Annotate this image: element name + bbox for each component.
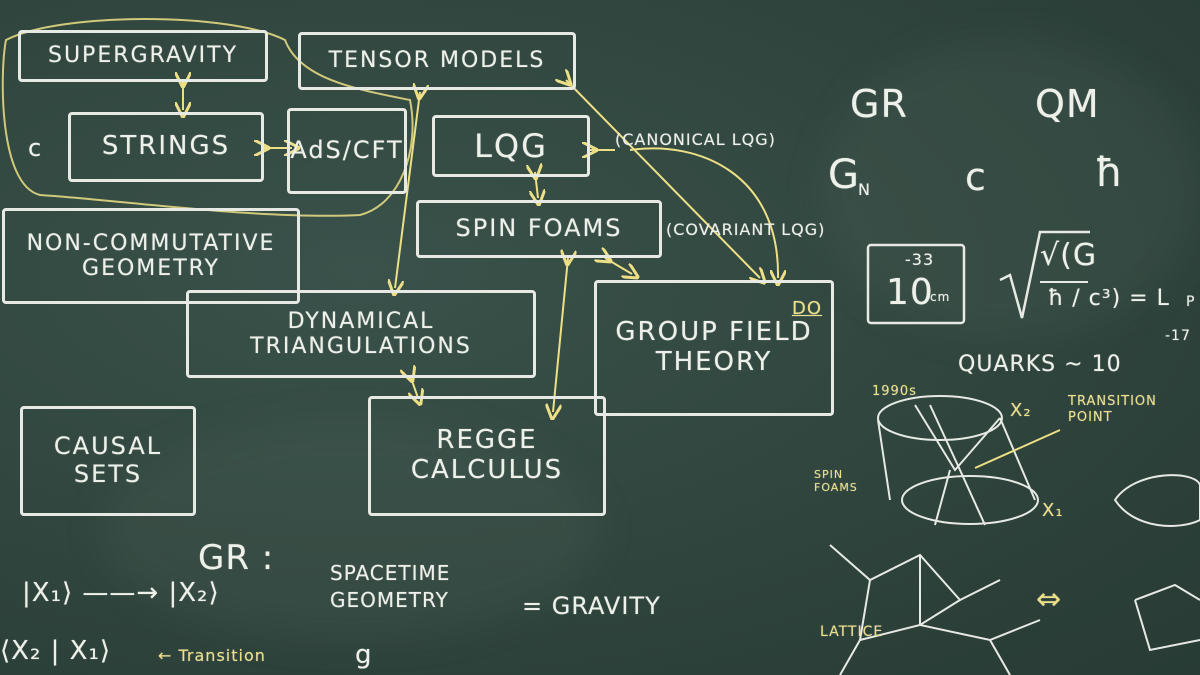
box-ads-cft: AdS/CFT: [287, 108, 407, 194]
box-tensor-models: TENSOR MODELS: [298, 32, 576, 90]
heading-qm: QM: [1035, 82, 1100, 126]
bottom-g: g: [355, 640, 373, 670]
quarks-exponent: -17: [1165, 328, 1191, 344]
link-dt-regge: [410, 375, 418, 398]
sqrt-gn: √(G: [1040, 238, 1098, 273]
lp-subscript: P: [1186, 294, 1196, 310]
chalk-smudge: [820, 40, 1200, 340]
note-c-left: c: [28, 134, 43, 162]
link-spinfoams-gft: [605, 258, 632, 274]
equivalence-arrow: ⇔: [1036, 582, 1063, 617]
note-quarks: QUARKS ~ 10: [958, 352, 1122, 377]
box-spin-foams: SPIN FOAMS: [416, 200, 662, 258]
transition-amplitude: ⟨X₂ | X₁⟩: [0, 636, 112, 666]
planck-exponent: -33: [905, 250, 935, 269]
label-x2: X₂: [1010, 400, 1032, 421]
bottom-gr: GR :: [198, 538, 275, 578]
spin-foam-sketch: [877, 395, 1061, 526]
oval-sketch: [1113, 474, 1200, 527]
box-causal-sets: CAUSAL SETS: [20, 406, 196, 516]
planck-unit: cm: [930, 290, 951, 304]
note-spin-foams-side: SPIN FOAMS: [814, 468, 858, 494]
box-lqg: LQG: [432, 115, 590, 177]
label-x1: X₁: [1042, 500, 1064, 521]
box-dynamical-triangulations: DYNAMICAL TRIANGULATIONS: [186, 290, 536, 378]
label-lattice: LATTICE: [820, 624, 884, 640]
note-do: DO: [792, 298, 823, 319]
note-year: 1990s: [872, 384, 917, 399]
spacetime-geometry: SPACETIME GEOMETRY: [330, 561, 451, 612]
transition-note: ← Transition: [158, 646, 266, 665]
symbol-g: G: [828, 152, 860, 198]
note-transition-point: TRANSITION POINT: [1068, 394, 1157, 425]
sqrt-rest: ħ / c³) = L: [1048, 286, 1170, 311]
lattice-right: [1134, 583, 1200, 652]
note-canonical-lqg: (CANONICAL LQG): [615, 130, 776, 149]
box-regge-calculus: REGGE CALCULUS: [368, 396, 606, 516]
equals-gravity: = GRAVITY: [522, 592, 661, 620]
lattice-sketch: [829, 544, 1041, 675]
chalk-smudge: [100, 420, 600, 640]
link-tensor-gft: [566, 80, 760, 278]
symbol-c: c: [965, 155, 987, 199]
box-non-commutative-geometry: NON-COMMUTATIVE GEOMETRY: [2, 208, 300, 304]
symbol-hbar: ħ: [1095, 150, 1124, 196]
box-supergravity: SUPERGRAVITY: [18, 30, 268, 82]
sqrt-sign: [999, 230, 1090, 319]
link-spinfoams-regge: [553, 258, 568, 412]
planck-ten: 10: [886, 272, 934, 313]
link-tensor-dt: [395, 92, 420, 288]
note-covariant-lqg: (COVARIANT LQG): [666, 220, 826, 239]
box-strings: STRINGS: [68, 112, 264, 182]
symbol-g-sub: N: [858, 180, 871, 199]
planck-box: [866, 243, 966, 325]
box-group-field-theory: GROUP FIELD THEORY: [594, 280, 834, 416]
link-lqg-gft-arc: [629, 147, 778, 278]
heading-gr: GR: [850, 82, 908, 126]
ket-transition: |X₁⟩ ——→ |X₂⟩: [22, 578, 220, 608]
